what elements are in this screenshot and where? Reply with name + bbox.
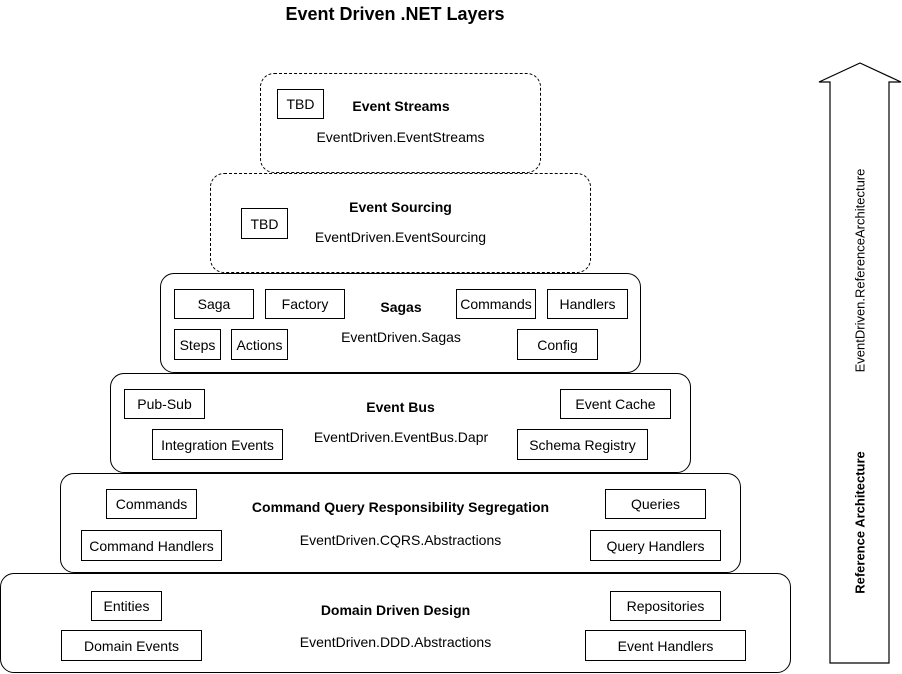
layer-event-streams: TBD Event Streams EventDriven.EventStrea… <box>260 73 541 173</box>
sagas-namespace: EventDriven.Sagas <box>341 329 461 345</box>
ddd-namespace: EventDriven.DDD.Abstractions <box>299 634 492 650</box>
sagas-handlers-box: Handlers <box>547 289 628 319</box>
sagas-actions-box: Actions <box>231 329 288 360</box>
ddd-title: Domain Driven Design <box>320 602 471 618</box>
sagas-steps-box: Steps <box>174 329 221 360</box>
arrow-up-icon <box>818 62 902 664</box>
event-bus-integration-events-box: Integration Events <box>152 429 283 460</box>
arrow-label-reference-architecture: Reference Architecture <box>852 451 868 594</box>
cqrs-command-handlers-box: Command Handlers <box>81 530 222 561</box>
sagas-factory-box: Factory <box>265 289 345 319</box>
event-bus-event-cache-box: Event Cache <box>560 389 671 419</box>
reference-architecture-arrow: EventDriven.ReferenceArchitecture Refere… <box>818 62 902 666</box>
diagram-title: Event Driven .NET Layers <box>285 4 505 24</box>
event-sourcing-title: Event Sourcing <box>349 199 452 215</box>
cqrs-commands-box: Commands <box>106 489 197 519</box>
ddd-repositories-box: Repositories <box>610 591 721 621</box>
ddd-domain-events-box: Domain Events <box>61 630 202 661</box>
sagas-commands-box: Commands <box>456 289 536 319</box>
event-streams-tbd-box: TBD <box>277 89 324 119</box>
sagas-config-box: Config <box>517 329 598 360</box>
cqrs-queries-box: Queries <box>605 489 706 519</box>
event-bus-namespace: EventDriven.EventBus.Dapr <box>313 429 489 445</box>
layer-cqrs: Commands Command Query Responsibility Se… <box>60 473 741 573</box>
event-bus-title: Event Bus <box>366 399 435 415</box>
layer-event-sourcing: TBD Event Sourcing EventDriven.EventSour… <box>210 173 591 273</box>
cqrs-namespace: EventDriven.CQRS.Abstractions <box>299 532 502 548</box>
event-bus-schema-registry-box: Schema Registry <box>517 429 648 460</box>
layer-sagas: Saga Factory Sagas Commands Handlers Ste… <box>160 273 641 373</box>
ddd-event-handlers-box: Event Handlers <box>585 630 746 661</box>
layer-event-bus: Pub-Sub Event Bus Event Cache Integratio… <box>110 373 691 473</box>
cqrs-query-handlers-box: Query Handlers <box>590 530 721 561</box>
event-sourcing-namespace: EventDriven.EventSourcing <box>314 229 487 245</box>
event-streams-title: Event Streams <box>352 98 450 114</box>
sagas-saga-box: Saga <box>174 289 254 319</box>
event-streams-namespace: EventDriven.EventStreams <box>316 129 485 145</box>
layer-ddd: Entities Domain Driven Design Repositori… <box>0 573 791 673</box>
event-sourcing-tbd-box: TBD <box>241 208 288 239</box>
event-bus-pub-sub-box: Pub-Sub <box>124 389 205 419</box>
arrow-label-namespace: EventDriven.ReferenceArchitecture <box>852 168 868 373</box>
sagas-title: Sagas <box>380 299 422 315</box>
cqrs-title: Command Query Responsibility Segregation <box>251 499 550 515</box>
ddd-entities-box: Entities <box>91 591 162 621</box>
